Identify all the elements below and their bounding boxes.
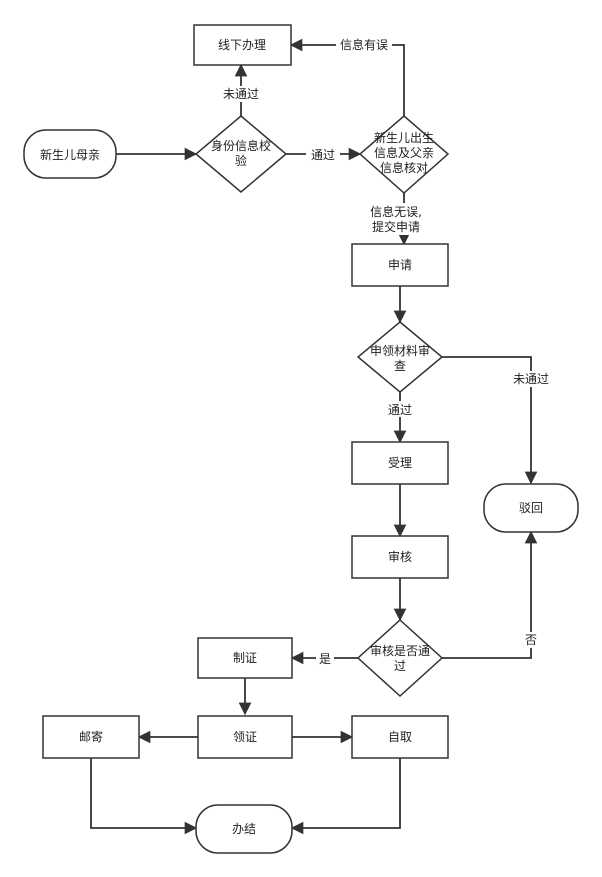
node-accept: 受理 (351, 441, 449, 485)
node-newborn-mother: 新生儿母亲 (23, 129, 117, 179)
node-self-pick: 自取 (351, 715, 449, 759)
node-mail-label: 邮寄 (79, 729, 103, 744)
edge-mail-to-finish (90, 758, 198, 835)
node-id-check-label-line1: 身份信息校 (211, 138, 271, 153)
edge-label-info-error: 信息有误 (340, 37, 388, 52)
edges: 未通过 通过 信息有误 信息无误, 提交申请 通过 未通过 否 (90, 37, 554, 835)
node-get-cert: 领证 (197, 715, 293, 759)
node-apply-label: 申请 (388, 258, 412, 272)
node-offline: 线下办理 (193, 24, 292, 66)
node-get-cert-label: 领证 (233, 730, 257, 744)
node-audit-pass-label-line2: 过 (394, 659, 406, 673)
edge-birth-check-to-offline (289, 38, 405, 116)
edge-label-id-fail: 未通过 (223, 87, 259, 101)
node-finish: 办结 (195, 804, 293, 854)
node-make-cert-label: 制证 (233, 651, 257, 665)
node-material-review-label-line2: 查 (394, 359, 406, 373)
edge-label-material-pass: 通过 (388, 403, 412, 417)
node-accept-label: 受理 (388, 456, 412, 470)
edge-label-info-ok-line1: 信息无误, (370, 204, 422, 219)
node-birth-check: 新生儿出生 信息及父亲 信息核对 (358, 115, 450, 195)
node-apply: 申请 (351, 243, 449, 287)
edge-self-pick-to-finish (290, 758, 401, 835)
node-birth-check-label-line3: 信息核对 (380, 160, 428, 175)
nodes: 新生儿母亲 身份信息校 验 线下办理 新生儿出生 信息及父亲 信息核对 申请 (23, 24, 579, 854)
node-finish-label: 办结 (232, 821, 256, 836)
node-mail: 邮寄 (42, 715, 140, 759)
node-birth-check-label-line2: 信息及父亲 (374, 145, 434, 160)
node-id-check-label-line2: 验 (235, 153, 247, 168)
node-newborn-mother-label: 新生儿母亲 (40, 147, 100, 162)
edge-label-audit-yes: 是 (319, 652, 331, 666)
node-reject-label: 驳回 (519, 501, 543, 515)
node-make-cert: 制证 (197, 637, 293, 679)
edge-label-info-ok-line2: 提交申请 (372, 219, 420, 234)
node-birth-check-label-line1: 新生儿出生 (374, 130, 434, 145)
node-material-review: 申领材料审 查 (356, 321, 444, 393)
node-reject: 驳回 (483, 483, 579, 533)
node-self-pick-label: 自取 (388, 730, 412, 744)
node-audit-pass: 审核是否通 过 (356, 618, 444, 698)
node-id-check: 身份信息校 验 (194, 115, 288, 193)
edge-audit-pass-to-reject (442, 530, 538, 659)
edge-label-material-fail: 未通过 (513, 372, 549, 386)
node-material-review-label-line1: 申领材料审 (370, 343, 430, 358)
node-audit-pass-label-line1: 审核是否通 (370, 643, 430, 658)
edge-label-id-pass: 通过 (311, 148, 335, 162)
node-offline-label: 线下办理 (218, 37, 266, 52)
node-audit-label: 审核 (388, 549, 412, 564)
edge-label-audit-no: 否 (525, 633, 537, 647)
node-audit: 审核 (351, 535, 449, 579)
edge-material-review-to-reject (442, 356, 538, 485)
